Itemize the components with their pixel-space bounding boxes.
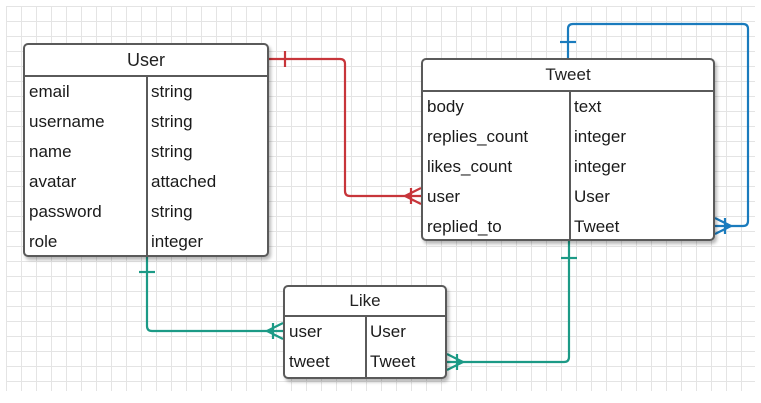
attribute-type: integer bbox=[151, 232, 203, 251]
crows-foot-many-marker bbox=[714, 217, 734, 235]
attribute-row[interactable]: name string bbox=[25, 137, 267, 167]
attribute-name: body bbox=[427, 97, 464, 116]
attribute-type: text bbox=[574, 97, 602, 116]
attribute-type: integer bbox=[574, 157, 626, 176]
attribute-row[interactable]: user User bbox=[285, 317, 445, 347]
attribute-type: string bbox=[151, 112, 193, 131]
entity-title: Tweet bbox=[423, 60, 713, 92]
attribute-row[interactable]: body text bbox=[423, 92, 713, 122]
relationship-tweet-like[interactable] bbox=[446, 241, 577, 371]
entity-like[interactable]: Like user User tweet Tweet bbox=[283, 285, 447, 379]
attribute-name: replies_count bbox=[427, 127, 529, 146]
crows-foot-many-marker bbox=[264, 322, 284, 340]
attribute-name: user bbox=[289, 322, 323, 341]
attribute-row[interactable]: username string bbox=[25, 107, 267, 137]
attribute-type: string bbox=[151, 202, 193, 221]
attribute-row[interactable]: avatar attached bbox=[25, 167, 267, 197]
attribute-type: string bbox=[151, 142, 193, 161]
entity-attributes: user User tweet Tweet bbox=[285, 317, 445, 377]
attribute-row[interactable]: role integer bbox=[25, 227, 267, 255]
attribute-row[interactable]: user User bbox=[423, 182, 713, 212]
entity-tweet[interactable]: Tweet body text replies_count integer li… bbox=[421, 58, 715, 241]
entity-title: Like bbox=[285, 287, 445, 317]
attribute-type: Tweet bbox=[574, 217, 620, 236]
connector-line bbox=[566, 22, 750, 228]
crows-foot-many-marker bbox=[446, 353, 466, 371]
connector-line bbox=[447, 241, 571, 364]
attribute-type: attached bbox=[151, 172, 217, 191]
attribute-name: replied_to bbox=[427, 217, 502, 236]
crows-foot-many-marker bbox=[402, 187, 422, 205]
relationship-user-tweet[interactable] bbox=[269, 51, 422, 205]
attribute-name: avatar bbox=[29, 172, 77, 191]
relationship-tweet-self[interactable] bbox=[560, 22, 750, 235]
entity-attributes: body text replies_count integer likes_co… bbox=[423, 92, 713, 239]
entity-attributes: email string username string name string… bbox=[25, 77, 267, 255]
attribute-name: name bbox=[29, 142, 72, 161]
entity-user[interactable]: User email string username string name s… bbox=[23, 43, 269, 257]
attribute-row[interactable]: likes_count integer bbox=[423, 152, 713, 182]
attribute-name: username bbox=[29, 112, 105, 131]
attribute-type: User bbox=[574, 187, 610, 206]
attribute-row[interactable]: replies_count integer bbox=[423, 122, 713, 152]
attribute-row[interactable]: email string bbox=[25, 77, 267, 107]
attribute-row[interactable]: tweet Tweet bbox=[285, 347, 445, 377]
connector-line bbox=[145, 257, 283, 333]
attribute-name: likes_count bbox=[427, 157, 513, 176]
attribute-row[interactable]: password string bbox=[25, 197, 267, 227]
attribute-row[interactable]: replied_to Tweet bbox=[423, 212, 713, 239]
attribute-type: User bbox=[370, 322, 406, 341]
attribute-type: Tweet bbox=[370, 352, 416, 371]
entity-title: User bbox=[25, 45, 267, 77]
attribute-type: integer bbox=[574, 127, 626, 146]
attribute-name: role bbox=[29, 232, 58, 251]
attribute-name: tweet bbox=[289, 352, 330, 371]
attribute-name: user bbox=[427, 187, 461, 206]
attribute-name: email bbox=[29, 82, 70, 101]
attribute-name: password bbox=[29, 202, 102, 221]
connector-line bbox=[269, 57, 421, 198]
relationship-user-like[interactable] bbox=[139, 257, 284, 340]
attribute-type: string bbox=[151, 82, 193, 101]
